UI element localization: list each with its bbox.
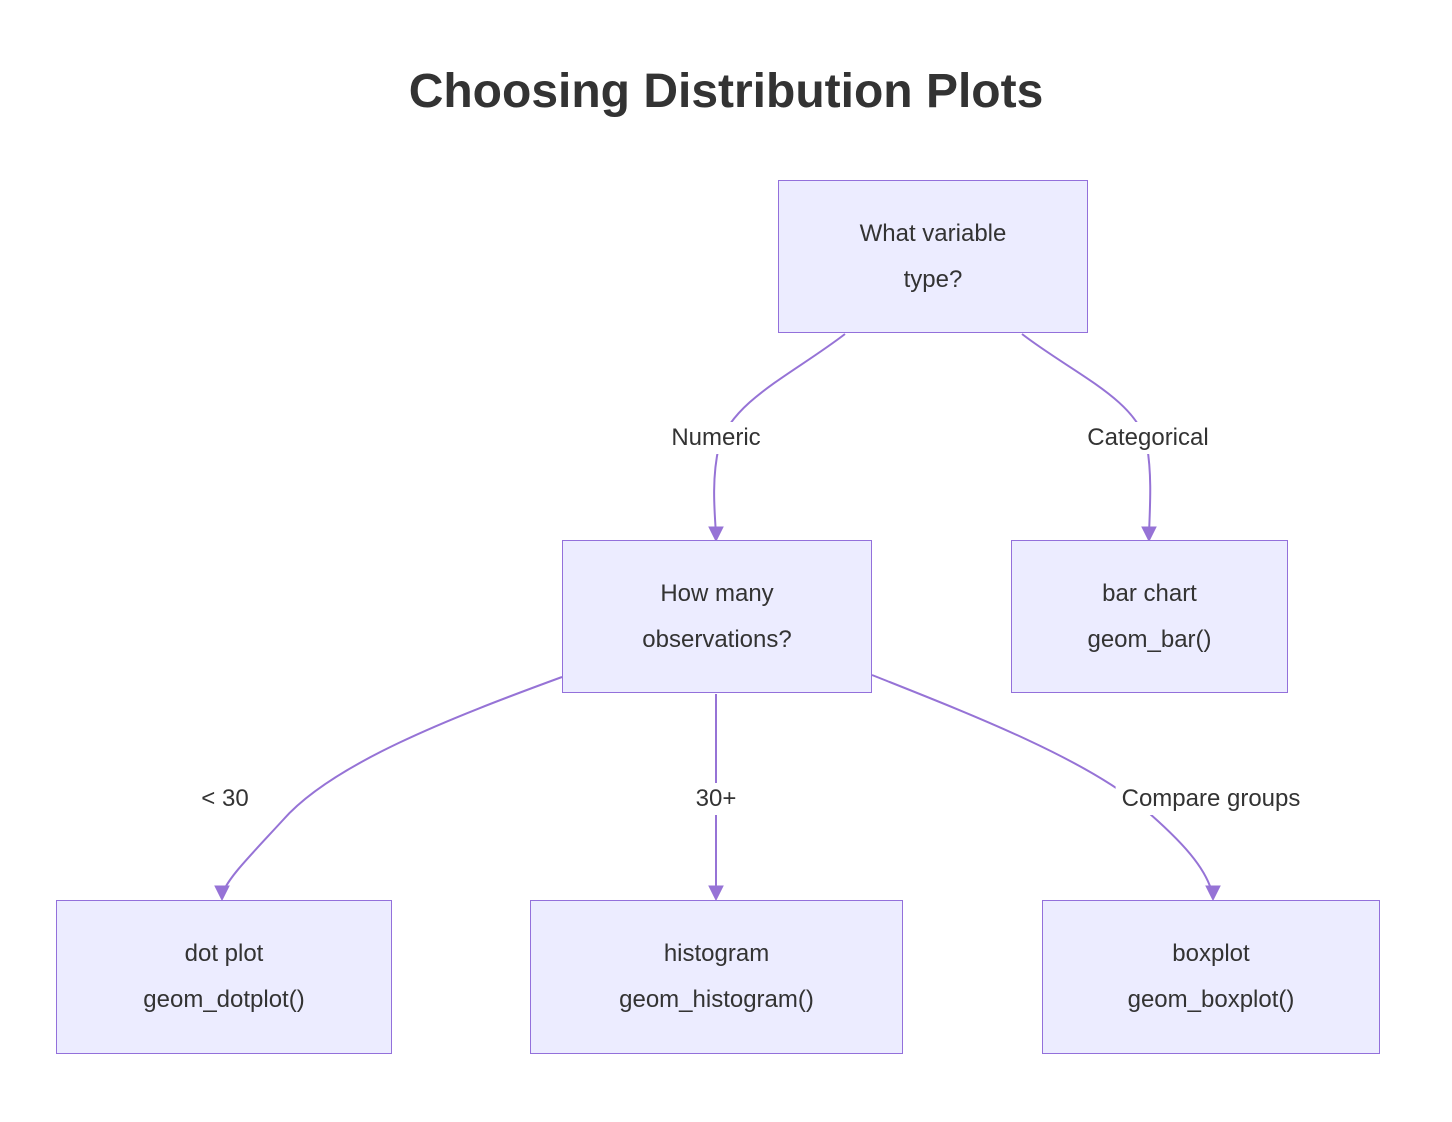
arrowhead-categorical-icon <box>1141 526 1157 543</box>
diagram-title: Choosing Distribution Plots <box>408 65 1044 118</box>
edge-lt30-line <box>222 676 563 893</box>
node-text-line: bar chart <box>1102 579 1197 607</box>
node-dot-plot: dot plot geom_dotplot() <box>56 900 392 1054</box>
arrowhead-lt30-icon <box>214 885 230 902</box>
node-boxplot: boxplot geom_boxplot() <box>1042 900 1380 1054</box>
arrowhead-numeric-icon <box>708 526 724 543</box>
node-bar-chart: bar chart geom_bar() <box>1011 540 1288 693</box>
arrowhead-compare-groups-icon <box>1205 885 1221 902</box>
node-text-line: What variable <box>859 219 1007 247</box>
node-text-line: geom_dotplot() <box>143 986 305 1013</box>
node-text-line: dot plot <box>184 940 264 967</box>
node-text-line: geom_boxplot() <box>1127 986 1295 1013</box>
edge-label-categorical: Categorical <box>1081 422 1215 454</box>
node-text-line: boxplot <box>1172 940 1250 967</box>
arrowhead-30plus-icon <box>708 885 724 902</box>
node-text-line: geom_histogram() <box>619 986 814 1013</box>
edge-label-compare-groups: Compare groups <box>1115 783 1307 815</box>
node-what-variable-type: What variable type? <box>778 180 1088 333</box>
node-text-line: type? <box>903 265 963 293</box>
edge-label-numeric: Numeric <box>665 422 767 454</box>
node-text-line: geom_bar() <box>1087 625 1212 653</box>
edge-label-lt30: < 30 <box>195 783 255 815</box>
node-text-line: observations? <box>642 625 792 653</box>
node-text-line: histogram <box>663 940 770 967</box>
node-text-line: How many <box>660 579 774 607</box>
edge-label-30plus: 30+ <box>689 783 743 815</box>
node-how-many-observations: How many observations? <box>562 540 872 693</box>
node-histogram: histogram geom_histogram() <box>530 900 903 1054</box>
